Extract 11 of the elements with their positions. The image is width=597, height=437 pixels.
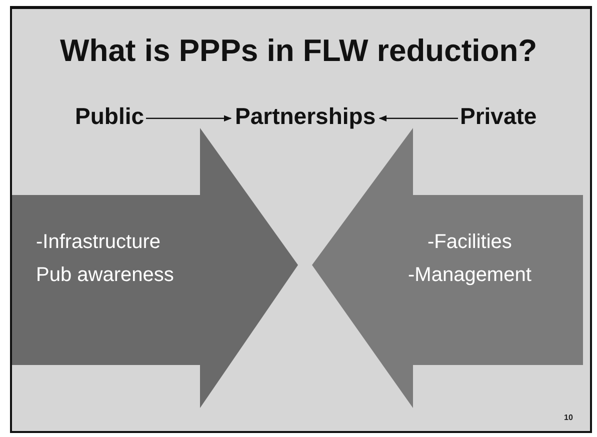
arrow-text: -Management [408,263,532,288]
arrow [378,115,458,122]
page-number: 10 [564,412,573,424]
node-label: Partnerships [235,102,376,131]
arrow [146,115,232,122]
arrow-text: -Infrastructure [36,230,160,255]
node-label: Public [75,102,144,131]
slide-title: What is PPPs in FLW reduction? [60,32,538,70]
arrow-text: Pub awareness [36,263,174,288]
node-label: Private [460,102,537,131]
arrow-text: -Facilities [427,230,512,255]
